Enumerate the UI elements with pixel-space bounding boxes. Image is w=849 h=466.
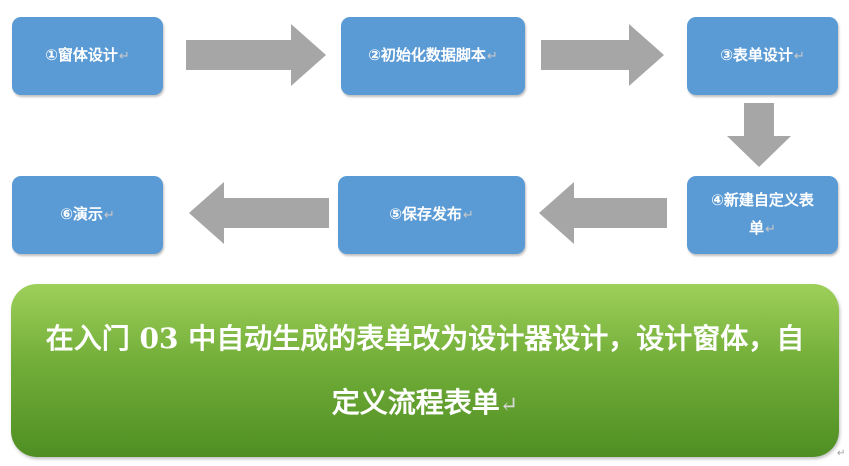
paragraph-mark-icon: ↵ [118, 49, 130, 64]
step-label: ⑥演示 [60, 205, 103, 223]
step-2-init-data-script: ②初始化数据脚本↵ [341, 17, 525, 95]
arrow-left-icon [189, 182, 329, 244]
paragraph-mark-icon: ↵ [486, 49, 498, 64]
step-label: ③表单设计 [720, 46, 793, 64]
summary-text: 在入门 03 中自动生成的表单改为设计器设计，设计窗体，自定义流程表单 [45, 322, 805, 419]
paragraph-mark-icon: ↵ [793, 49, 805, 64]
step-label: ④新建自定义表单 [711, 191, 814, 237]
arrow-down-icon [727, 103, 791, 167]
arrow-right-icon [186, 24, 326, 86]
paragraph-mark-icon: ↵ [765, 222, 776, 237]
paragraph-mark-icon: ↵ [103, 208, 115, 223]
step-1-window-design: ①窗体设计↵ [12, 17, 163, 95]
arrow-right-icon [541, 24, 664, 86]
step-label: ②初始化数据脚本 [368, 46, 486, 64]
paragraph-mark-icon: ↵ [462, 208, 474, 223]
summary-box: 在入门 03 中自动生成的表单改为设计器设计，设计窗体，自定义流程表单↵ [11, 284, 839, 457]
arrow-left-icon [539, 182, 667, 244]
step-label: ⑤保存发布 [389, 205, 462, 223]
step-6-demo: ⑥演示↵ [12, 176, 163, 254]
page-end-mark-icon: ↵ [837, 448, 846, 459]
step-label: ①窗体设计 [45, 46, 118, 64]
step-4-new-custom-form: ④新建自定义表单↵ [687, 176, 838, 254]
step-3-form-design: ③表单设计↵ [687, 17, 838, 95]
step-5-save-publish: ⑤保存发布↵ [338, 176, 525, 254]
paragraph-mark-icon: ↵ [499, 393, 519, 418]
